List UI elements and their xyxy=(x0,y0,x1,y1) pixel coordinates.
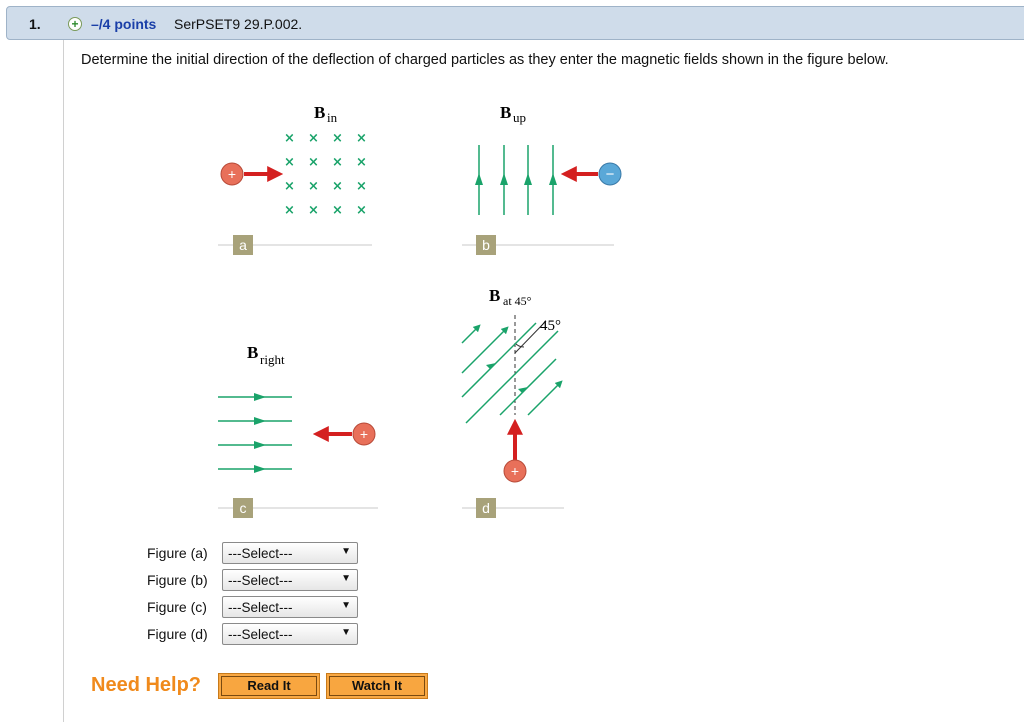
field-diagonal-lines-icon xyxy=(461,322,563,424)
svg-text:×: × xyxy=(308,203,319,218)
svg-text:×: × xyxy=(356,203,367,218)
expand-plus-icon[interactable]: + xyxy=(68,17,82,31)
figure-a-select[interactable]: ---Select--- ▼ xyxy=(222,542,358,564)
svg-text:×: × xyxy=(284,155,295,170)
svg-text:−: − xyxy=(606,166,615,183)
svg-text:d: d xyxy=(482,500,490,516)
svg-text:a: a xyxy=(239,237,247,253)
answer-label: Figure (a) xyxy=(147,545,208,561)
panel-d-tag xyxy=(476,498,496,518)
panel-a: B in × × × × × × × × × × × × × × × × + a xyxy=(218,103,372,255)
svg-text:×: × xyxy=(356,179,367,194)
figure-d-select[interactable]: ---Select--- ▼ xyxy=(222,623,358,645)
svg-text:×: × xyxy=(356,155,367,170)
magnetic-field-figure: B in × × × × × × × × × × × × × × × × + a B up xyxy=(210,85,630,525)
panel-c-field-letter: B xyxy=(247,343,258,362)
answer-label: Figure (d) xyxy=(147,626,208,642)
panel-c-tag xyxy=(233,498,253,518)
panel-d-field-letter: B xyxy=(489,286,500,305)
panel-c-field-sub: right xyxy=(260,352,285,367)
svg-text:×: × xyxy=(356,131,367,146)
svg-text:×: × xyxy=(284,179,295,194)
panel-c: B right + c xyxy=(218,343,378,518)
panel-d: B at 45° 45° + d xyxy=(461,286,564,518)
points-link[interactable]: –/4 points xyxy=(91,16,157,32)
content-divider xyxy=(63,40,64,722)
svg-text:+: + xyxy=(360,426,368,442)
svg-text:×: × xyxy=(332,203,343,218)
svg-text:×: × xyxy=(284,131,295,146)
panel-b-field-letter: B xyxy=(500,103,511,122)
panel-d-field-sub: at 45° xyxy=(503,294,532,308)
watch-it-button[interactable]: Watch It xyxy=(326,673,428,699)
figure-b-select[interactable]: ---Select--- ▼ xyxy=(222,569,358,591)
panel-b-field-sub: up xyxy=(513,110,526,125)
panel-a-field-sub: in xyxy=(327,110,338,125)
positive-charge-icon xyxy=(503,459,527,483)
angle-label: 45° xyxy=(540,318,561,334)
svg-text:c: c xyxy=(240,500,247,516)
question-number: 1. xyxy=(29,16,41,32)
question-header: 1. + –/4 points SerPSET9 29.P.002. xyxy=(6,6,1024,40)
figure-svg: B in × × × × × × × × × × × × × × × × + a B up xyxy=(218,103,622,518)
svg-text:×: × xyxy=(308,131,319,146)
panel-a-tag xyxy=(233,235,253,255)
answer-label: Figure (c) xyxy=(147,599,207,615)
negative-charge-icon xyxy=(598,162,622,186)
dropdown-arrow-icon: ▼ xyxy=(341,573,351,584)
svg-text:b: b xyxy=(482,237,490,253)
svg-text:+: + xyxy=(228,166,236,182)
panel-a-field-letter: B xyxy=(314,103,325,122)
question-id: SerPSET9 29.P.002. xyxy=(174,16,303,32)
figure-c-select[interactable]: ---Select--- ▼ xyxy=(222,596,358,618)
svg-text:×: × xyxy=(284,203,295,218)
svg-text:+: + xyxy=(511,463,519,479)
field-up-lines-icon xyxy=(478,145,554,215)
answer-label: Figure (b) xyxy=(147,572,208,588)
svg-text:×: × xyxy=(308,179,319,194)
field-into-page-icons: × × × × × × × × × × × × × × × × xyxy=(284,131,367,218)
dropdown-arrow-icon: ▼ xyxy=(341,600,351,611)
question-text: Determine the initial direction of the d… xyxy=(81,52,889,68)
positive-charge-icon xyxy=(220,162,244,186)
svg-text:×: × xyxy=(308,155,319,170)
panel-b: B up − b xyxy=(462,103,622,255)
svg-text:×: × xyxy=(332,131,343,146)
read-it-button[interactable]: Read It xyxy=(218,673,320,699)
svg-text:×: × xyxy=(332,179,343,194)
svg-text:×: × xyxy=(332,155,343,170)
field-right-lines-icon xyxy=(218,396,292,470)
dropdown-arrow-icon: ▼ xyxy=(341,627,351,638)
dropdown-arrow-icon: ▼ xyxy=(341,546,351,557)
panel-b-tag xyxy=(476,235,496,255)
positive-charge-icon xyxy=(352,422,376,446)
need-help-title: Need Help? xyxy=(91,674,202,696)
